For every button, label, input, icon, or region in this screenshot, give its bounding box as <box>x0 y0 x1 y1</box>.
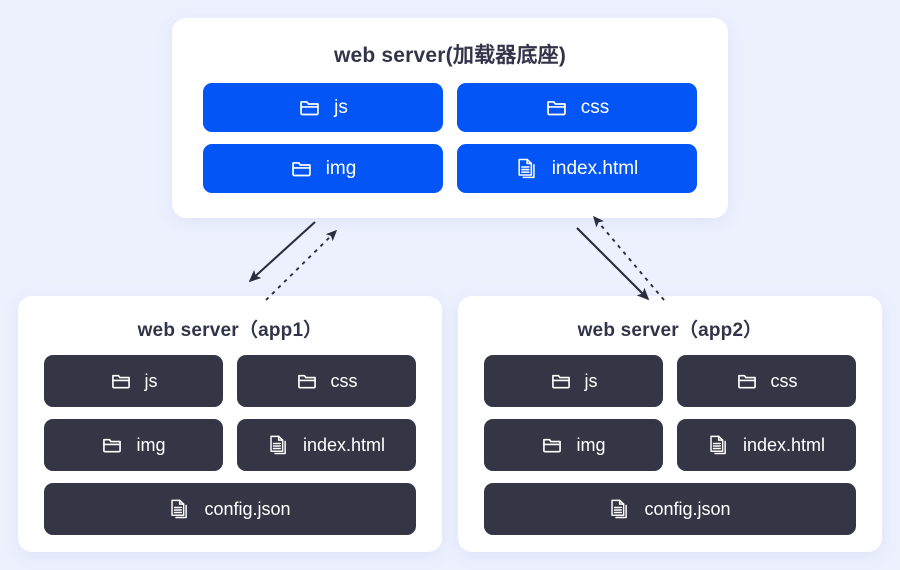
card-web-server-app2: web server（app2） js <box>458 296 882 552</box>
chip-label: img <box>325 158 357 179</box>
chip-row: img index.html <box>484 419 856 471</box>
chip-img[interactable]: img <box>44 419 223 471</box>
card-title-base: web server(加载器底座) <box>333 44 567 67</box>
chip-css[interactable]: css <box>237 355 416 407</box>
chip-js[interactable]: js <box>484 355 663 407</box>
chip-js[interactable]: js <box>44 355 223 407</box>
chip-row: js css <box>44 355 416 407</box>
card-title-app2: web server（app2） <box>577 320 763 341</box>
folder-icon <box>541 434 563 456</box>
document-icon <box>268 434 290 456</box>
chip-label: css <box>580 97 610 118</box>
connector-app1-to-base <box>265 229 338 301</box>
chip-config-json[interactable]: config.json <box>484 483 856 535</box>
chip-label: js <box>144 371 158 391</box>
chip-label: css <box>770 371 798 391</box>
folder-icon <box>110 370 132 392</box>
chip-index-html[interactable]: index.html <box>677 419 856 471</box>
chip-label: js <box>334 97 348 118</box>
connector-base-to-app2 <box>576 227 650 301</box>
folder-icon <box>736 370 758 392</box>
chip-label: css <box>330 371 358 391</box>
folder-icon <box>545 96 568 119</box>
chip-css[interactable]: css <box>677 355 856 407</box>
folder-icon <box>298 96 321 119</box>
chip-grid-app1: js css <box>18 355 442 535</box>
chip-label: js <box>584 371 598 391</box>
document-icon <box>516 157 539 180</box>
chip-row: config.json <box>484 483 856 535</box>
card-web-server-base: web server(加载器底座) js <box>172 18 728 218</box>
chip-index-html[interactable]: index.html <box>237 419 416 471</box>
chip-label: index.html <box>551 158 639 179</box>
chip-label: index.html <box>742 435 826 455</box>
chip-row: img index.html <box>203 144 697 193</box>
folder-icon <box>296 370 318 392</box>
document-icon <box>169 498 191 520</box>
chip-label: config.json <box>644 499 731 519</box>
chip-row: js css <box>484 355 856 407</box>
chip-label: img <box>136 435 166 455</box>
chip-label: img <box>576 435 606 455</box>
chip-grid-base: js css <box>172 83 728 193</box>
connector-app2-to-base <box>593 215 665 301</box>
chip-index-html[interactable]: index.html <box>457 144 697 193</box>
card-web-server-app1: web server（app1） js <box>18 296 442 552</box>
chip-js[interactable]: js <box>203 83 443 132</box>
chip-config-json[interactable]: config.json <box>44 483 416 535</box>
chip-grid-app2: js css <box>458 355 882 535</box>
folder-icon <box>290 157 313 180</box>
folder-icon <box>101 434 123 456</box>
document-icon <box>708 434 730 456</box>
connector-base-to-app1 <box>248 221 316 283</box>
folder-icon <box>550 370 572 392</box>
chip-label: index.html <box>302 435 386 455</box>
chip-label: config.json <box>204 499 291 519</box>
chip-row: img index.html <box>44 419 416 471</box>
card-title-app1: web server（app1） <box>137 320 323 341</box>
chip-row: config.json <box>44 483 416 535</box>
chip-img[interactable]: img <box>484 419 663 471</box>
document-icon <box>609 498 631 520</box>
chip-css[interactable]: css <box>457 83 697 132</box>
chip-img[interactable]: img <box>203 144 443 193</box>
chip-row: js css <box>203 83 697 132</box>
